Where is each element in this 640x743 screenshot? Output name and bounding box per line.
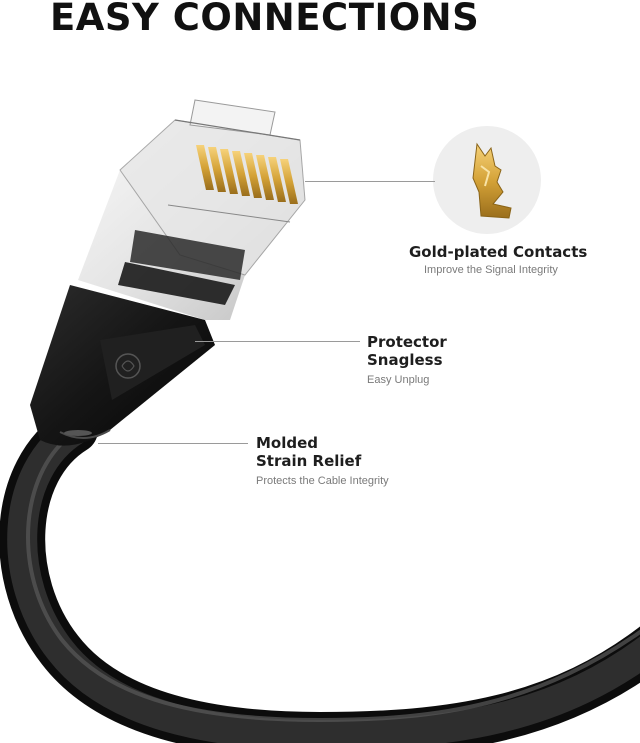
callout-subtext: Improve the Signal Integrity bbox=[424, 264, 558, 276]
callout-subtext: Protects the Cable Integrity bbox=[256, 475, 389, 487]
gold-contact-icon bbox=[472, 142, 512, 219]
callout-heading-line1: Molded bbox=[256, 434, 319, 452]
leader-line-protector bbox=[195, 341, 360, 342]
connector-head bbox=[78, 99, 306, 320]
gold-pins bbox=[196, 145, 298, 204]
leader-line-contacts bbox=[305, 181, 435, 182]
callout-subtext: Easy Unplug bbox=[367, 374, 430, 386]
callout-heading-line1: Protector bbox=[367, 333, 447, 351]
strain-relief-boot bbox=[30, 285, 215, 446]
callout-heading-line2: Strain Relief bbox=[256, 452, 362, 470]
cable bbox=[0, 407, 640, 743]
page-title: EASY CONNECTIONS bbox=[50, 0, 480, 39]
leader-line-strain-relief bbox=[98, 443, 248, 444]
callout-heading: Gold-plated Contacts bbox=[409, 243, 588, 261]
callout-protector-snagless: Protector Snagless Easy Unplug bbox=[367, 333, 447, 386]
gold-contact-closeup bbox=[433, 126, 541, 234]
callout-strain-relief: Molded Strain Relief Protects the Cable … bbox=[256, 434, 389, 487]
callout-heading-line2: Snagless bbox=[367, 351, 443, 369]
callout-gold-contacts: Gold-plated Contacts Improve the Signal … bbox=[409, 243, 587, 276]
